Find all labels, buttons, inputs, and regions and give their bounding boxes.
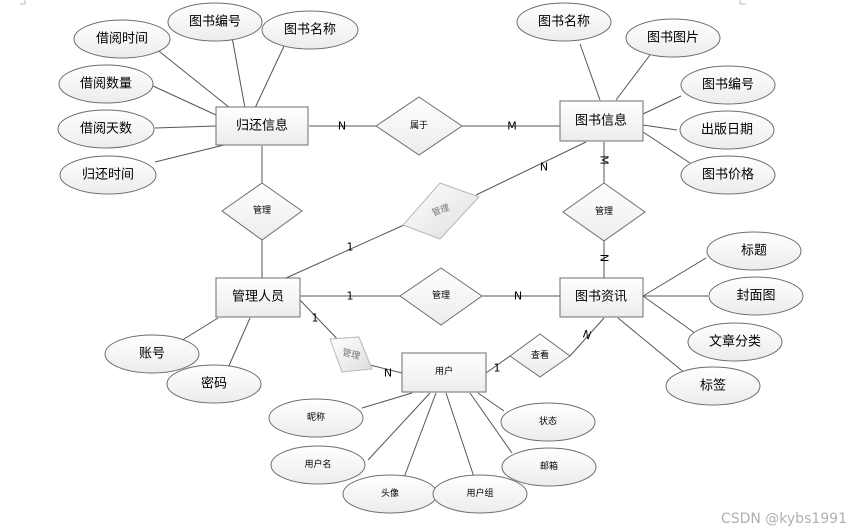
attr-news-cover: 封面图 bbox=[708, 276, 804, 316]
connector-lines bbox=[152, 36, 708, 489]
attr-user-avatar: 头像 bbox=[342, 474, 438, 514]
attr-book-no-label: 图书编号 bbox=[702, 78, 754, 93]
attr-borrow-quantity: 借阅数量 bbox=[58, 64, 154, 104]
attr-news-title: 标题 bbox=[706, 231, 802, 271]
card-admin-user: 1 bbox=[312, 312, 319, 325]
attr-return-time-label: 归还时间 bbox=[82, 168, 134, 183]
attr-borrow-book-no: 图书编号 bbox=[167, 2, 263, 42]
attr-user-nickname-label: 昵称 bbox=[307, 411, 325, 423]
card-user-admin: N bbox=[384, 367, 392, 380]
attr-news-category-label: 文章分类 bbox=[709, 334, 761, 350]
attr-borrow-days: 借阅天数 bbox=[57, 109, 155, 149]
attr-book-image: 图书图片 bbox=[625, 18, 721, 58]
attr-admin-password: 密码 bbox=[166, 364, 262, 404]
attr-user-status-label: 状态 bbox=[539, 415, 557, 427]
card-admin-book-info: 1 bbox=[347, 241, 354, 254]
attr-user-username: 用户名 bbox=[270, 445, 366, 485]
cardinality-labels: N M 1 N M N 1 N 1 N 1 N bbox=[312, 120, 611, 380]
entity-user-label: 用户 bbox=[435, 365, 453, 377]
attr-admin-account-label: 账号 bbox=[139, 347, 165, 362]
attr-return-time: 归还时间 bbox=[59, 155, 157, 195]
attr-user-group: 用户组 bbox=[432, 474, 528, 514]
rel-manage-user: 管理 bbox=[329, 336, 373, 373]
attr-user-status: 状态 bbox=[500, 402, 596, 442]
attr-borrow-book-no-label: 图书编号 bbox=[189, 15, 241, 30]
entity-book-news: 图书资讯 bbox=[559, 277, 644, 318]
attr-news-tag-label: 标签 bbox=[700, 378, 726, 394]
attr-book-image-label: 图书图片 bbox=[647, 31, 699, 46]
card-news-manage: N bbox=[598, 254, 611, 262]
attr-borrow-quantity-label: 借阅数量 bbox=[80, 77, 132, 92]
rel-manage-news: 管理 bbox=[399, 267, 483, 326]
card-book-info-admin: N bbox=[540, 161, 548, 174]
entity-admin: 管理人员 bbox=[215, 277, 301, 318]
attr-publish-date-label: 出版日期 bbox=[701, 123, 753, 138]
attr-admin-password-label: 密码 bbox=[201, 376, 227, 392]
attr-book-name: 图书名称 bbox=[516, 2, 612, 42]
rel-manage-book-info: 管理 bbox=[562, 182, 646, 242]
entity-admin-label: 管理人员 bbox=[232, 290, 284, 305]
entity-return-info-label: 归还信息 bbox=[236, 118, 288, 134]
attr-news-title-label: 标题 bbox=[741, 244, 767, 259]
attr-admin-account: 账号 bbox=[104, 334, 200, 374]
attr-borrow-book-name: 图书名称 bbox=[261, 10, 359, 50]
attributes: 借阅时间 图书编号 图书名称 借阅数量 借阅天数 归还时间 bbox=[57, 2, 804, 514]
rel-manage-return: 管理 bbox=[221, 182, 303, 241]
card-user-view: 1 bbox=[494, 362, 501, 375]
attr-news-category: 文章分类 bbox=[687, 322, 783, 362]
rel-manage-book-info-label: 管理 bbox=[595, 205, 613, 217]
attr-book-price-label: 图书价格 bbox=[702, 167, 754, 183]
card-news-view: N bbox=[581, 327, 593, 342]
attr-borrow-time-label: 借阅时间 bbox=[96, 32, 148, 47]
relationships: 属于 管理 管理 管理 管理 管理 bbox=[221, 96, 646, 378]
attr-publish-date: 出版日期 bbox=[679, 110, 775, 150]
card-book-belongs: M bbox=[507, 120, 517, 133]
card-admin-news: 1 bbox=[347, 290, 354, 303]
entity-return-info: 归还信息 bbox=[215, 106, 309, 146]
top-edge-marks bbox=[20, 0, 746, 5]
attr-user-group-label: 用户组 bbox=[466, 487, 493, 499]
rel-view-label: 查看 bbox=[531, 349, 549, 361]
attr-book-no: 图书编号 bbox=[680, 65, 776, 105]
entity-user: 用户 bbox=[401, 352, 487, 393]
attr-book-name-label: 图书名称 bbox=[538, 14, 590, 30]
attr-news-tag: 标签 bbox=[665, 366, 761, 406]
rel-manage-book: 管理 bbox=[402, 182, 480, 240]
entities: 归还信息 图书信息 管理人员 图书资讯 用户 bbox=[215, 100, 644, 393]
attr-borrow-days-label: 借阅天数 bbox=[80, 122, 132, 137]
attr-user-avatar-label: 头像 bbox=[381, 487, 399, 499]
rel-view: 查看 bbox=[509, 333, 571, 378]
card-return-belongs: N bbox=[338, 120, 346, 133]
attr-user-email-label: 邮箱 bbox=[540, 460, 558, 472]
card-book-info-manage: M bbox=[598, 155, 611, 165]
card-news-admin: N bbox=[514, 290, 522, 303]
attr-user-nickname: 昵称 bbox=[268, 398, 364, 438]
attr-borrow-time: 借阅时间 bbox=[73, 19, 171, 59]
entity-book-news-label: 图书资讯 bbox=[575, 290, 627, 305]
watermark: CSDN @kybs1991 bbox=[720, 511, 847, 527]
rel-manage-return-label: 管理 bbox=[253, 204, 271, 216]
entity-book-info-label: 图书信息 bbox=[575, 113, 627, 129]
entity-book-info: 图书信息 bbox=[559, 100, 644, 142]
attr-news-cover-label: 封面图 bbox=[736, 289, 775, 304]
attr-user-email: 邮箱 bbox=[501, 447, 597, 487]
attr-user-username-label: 用户名 bbox=[304, 458, 331, 470]
rel-belongs-to-label: 属于 bbox=[410, 120, 428, 131]
attr-borrow-book-name-label: 图书名称 bbox=[284, 22, 336, 38]
rel-belongs-to: 属于 bbox=[375, 96, 463, 156]
rel-manage-news-label: 管理 bbox=[432, 289, 450, 301]
attr-book-price: 图书价格 bbox=[680, 155, 776, 195]
